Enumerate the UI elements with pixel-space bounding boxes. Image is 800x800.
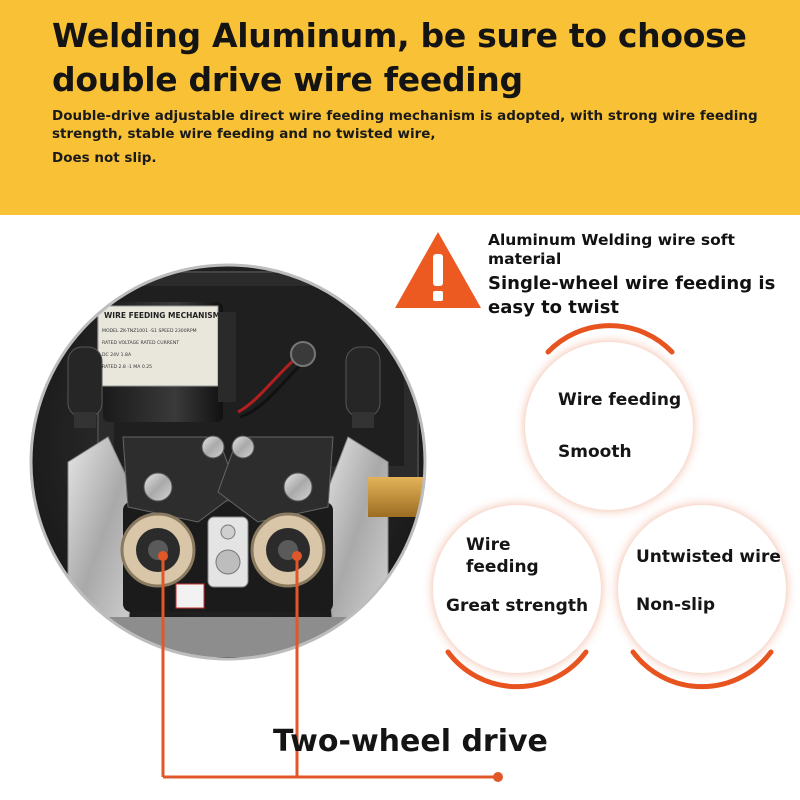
feature-3-line-2: Non-slip xyxy=(636,595,716,615)
warning-text-soft-material: Aluminum Welding wire soft material xyxy=(488,231,735,268)
title-line-1: Welding Aluminum, be sure to choose xyxy=(52,16,747,55)
feature-1-line-1: Wire feeding xyxy=(558,390,682,410)
feature-2-line-2: feeding xyxy=(466,557,539,577)
warning-text-twist: Single-wheel wire feeding is easy to twi… xyxy=(488,273,776,318)
motor-label: WIRE FEEDING MECHANISM MODEL ZK-TNZ1001 … xyxy=(97,305,220,387)
feature-2-line-1: Wire xyxy=(466,535,511,555)
feature-1-line-2: Smooth xyxy=(558,442,632,462)
header-banner xyxy=(0,0,800,215)
drive-wheel-right xyxy=(250,512,326,588)
callout-two-wheel-drive: Two-wheel drive xyxy=(273,724,548,759)
motor-label-line-1: WIRE FEEDING MECHANISM xyxy=(104,311,220,320)
wire-feeder-photo: WIRE FEEDING MECHANISM MODEL ZK-TNZ1001 … xyxy=(29,263,427,661)
motor-label-line-3: RATED VOLTAGE RATED CURRENT xyxy=(102,340,179,346)
warning-triangle-icon xyxy=(395,232,481,308)
motor-label-line-4: DC 24V 1.8A xyxy=(102,352,132,358)
motor-label-line-2: MODEL ZK-TNZ1001 -S1 SPEED 2300RPM xyxy=(102,328,197,334)
motor-label-line-5: RATED 2.8 -1 MA 0.25 xyxy=(102,364,152,370)
drive-wheel-left xyxy=(120,512,196,588)
description-line-2: Does not slip. xyxy=(52,150,157,166)
feature-2-line-3: Great strength xyxy=(446,596,589,616)
feature-circle-strength xyxy=(433,505,601,673)
feature-3-line-1: Untwisted wire xyxy=(636,547,781,567)
page-title: Welding Aluminum, be sure to choose doub… xyxy=(52,14,747,102)
feature-circle-smooth xyxy=(525,342,693,510)
feature-circle-nonslip xyxy=(618,505,786,673)
title-line-2: double drive wire feeding xyxy=(52,60,523,99)
description: Double-drive adjustable direct wire feed… xyxy=(52,108,758,142)
